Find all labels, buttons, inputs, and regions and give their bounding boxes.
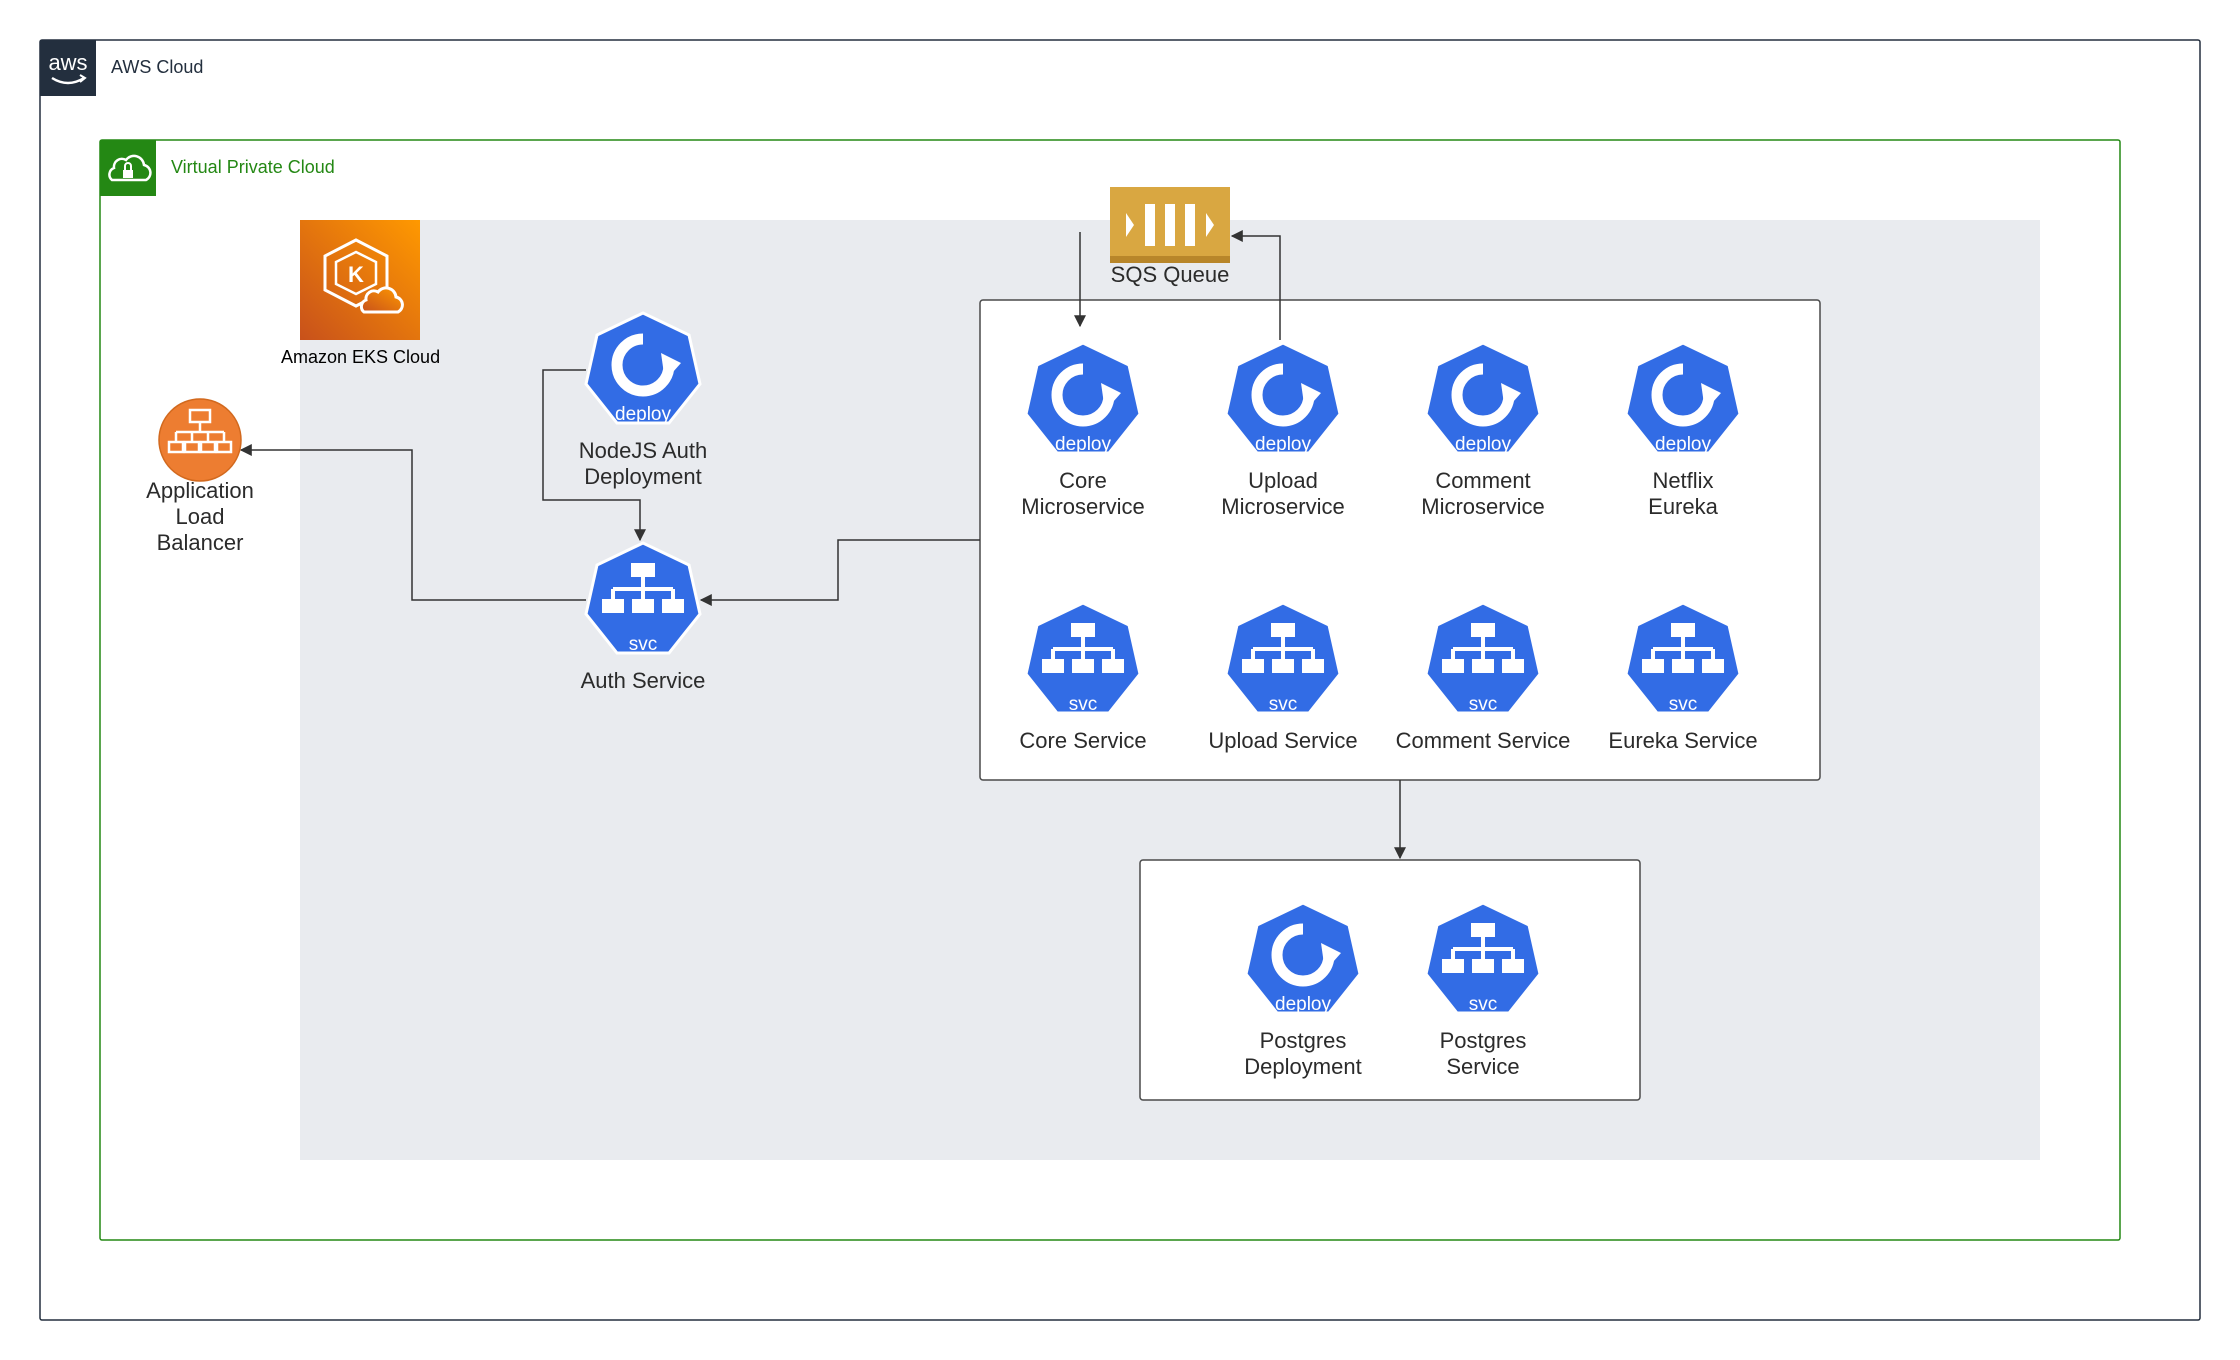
comment-service-label: Comment Service <box>1395 728 1571 753</box>
core-service-icon: svc <box>1024 601 1142 715</box>
svg-text:deploy: deploy <box>1275 994 1331 1015</box>
upload-service-label: Upload Service <box>1208 728 1358 753</box>
auth-deployment-icon: deploy <box>586 313 700 425</box>
aws-logo-icon: aws <box>40 40 96 96</box>
core-service-label: Core Service <box>1019 728 1147 753</box>
vpc-boundary <box>99 139 2121 1241</box>
upload-service-icon: svc <box>1224 601 1342 715</box>
svg-text:svc: svc <box>1469 994 1498 1015</box>
edge-microservices-to-auth <box>699 539 980 606</box>
alb-label: Application Load Balancer <box>146 478 254 555</box>
sqs-label: SQS Queue <box>1110 262 1230 287</box>
edge-auth-deploy-to-service <box>542 369 646 542</box>
core-deployment-label: Core Microservice <box>1021 468 1145 519</box>
svg-text:svc: svc <box>1069 694 1098 715</box>
aws-cloud-boundary <box>39 39 2201 1321</box>
load-balancer-icon <box>158 398 242 482</box>
postgres-service-icon: svc <box>1424 901 1542 1015</box>
auth-deployment-label: NodeJS Auth Deployment <box>578 438 708 489</box>
edge-upload-to-sqs <box>1230 230 1281 340</box>
core-deployment-icon: deploy <box>1026 343 1140 455</box>
aws-cloud-label: AWS Cloud <box>111 57 204 77</box>
eureka-deployment-label: Netflix Eureka <box>1648 468 1718 519</box>
eks-icon: K <box>300 220 420 340</box>
eureka-service-icon: svc <box>1624 601 1742 715</box>
svg-text:svc: svc <box>1269 694 1298 715</box>
comment-deployment-label: Comment Microservice <box>1421 468 1545 519</box>
upload-deployment-label: Upload Microservice <box>1221 468 1345 519</box>
svg-text:deploy: deploy <box>1655 434 1711 455</box>
svg-text:K: K <box>348 262 364 287</box>
svg-text:deploy: deploy <box>1255 434 1311 455</box>
postgres-deployment-label: Postgres Deployment <box>1244 1028 1362 1079</box>
auth-service-label: Auth Service <box>580 668 706 693</box>
svg-text:deploy: deploy <box>1455 434 1511 455</box>
svg-text:svc: svc <box>629 634 658 655</box>
edge-auth-to-alb <box>239 444 586 601</box>
eks-label: Amazon EKS Cloud <box>281 347 441 367</box>
auth-service-icon: svc <box>584 541 702 655</box>
svg-text:aws: aws <box>48 50 87 75</box>
svg-text:svc: svc <box>1469 694 1498 715</box>
eureka-deployment-icon: deploy <box>1626 343 1740 455</box>
vpc-cloud-icon <box>100 140 156 196</box>
svg-text:svc: svc <box>1669 694 1698 715</box>
vpc-label: Virtual Private Cloud <box>171 157 335 177</box>
upload-deployment-icon: deploy <box>1226 343 1340 455</box>
sqs-queue-icon <box>1110 187 1230 263</box>
svg-text:deploy: deploy <box>1055 434 1111 455</box>
svg-text:deploy: deploy <box>615 404 671 425</box>
postgres-deployment-icon: deploy <box>1246 903 1360 1015</box>
postgres-service-label: Postgres Service <box>1439 1028 1527 1079</box>
comment-service-icon: svc <box>1424 601 1542 715</box>
eureka-service-label: Eureka Service <box>1608 728 1758 753</box>
comment-deployment-icon: deploy <box>1426 343 1540 455</box>
